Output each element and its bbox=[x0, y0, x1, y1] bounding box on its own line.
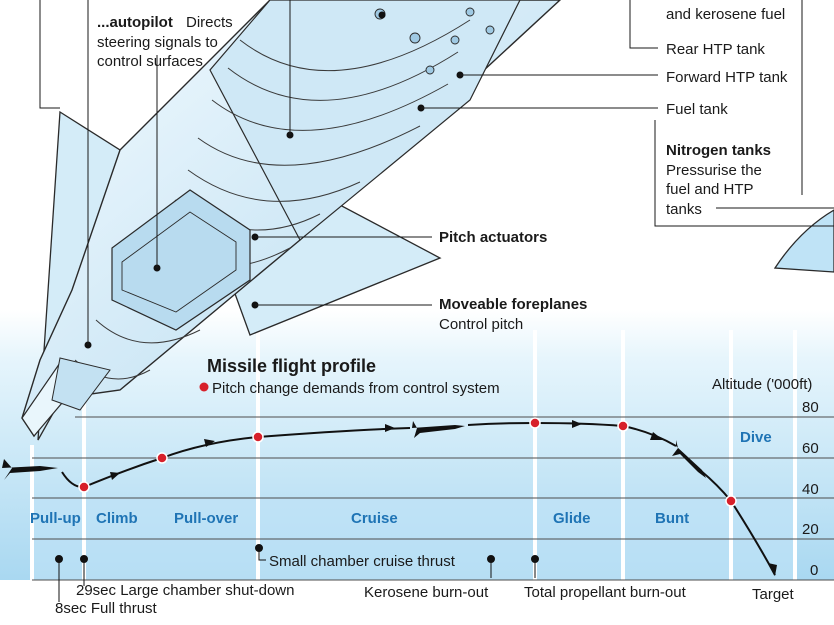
altitude-ticks: 80 60 40 20 0 bbox=[802, 399, 819, 579]
event-target: Target bbox=[752, 586, 795, 603]
event-full-thrust: 8sec Full thrust bbox=[55, 600, 158, 617]
missile-tank-section bbox=[209, 0, 521, 241]
cruise-missile-icon bbox=[412, 421, 465, 438]
event-labels: Small chamber cruise thrust 29sec Large … bbox=[55, 553, 795, 617]
altitude-gridlines bbox=[32, 416, 834, 581]
legend-marker bbox=[199, 382, 209, 392]
autopilot-line1: Directs bbox=[186, 14, 233, 31]
altitude-axis-label: Altitude ('000ft) bbox=[712, 376, 812, 393]
pitch-point-glide bbox=[529, 417, 541, 429]
forward-htp-tank-label: Forward HTP tank bbox=[666, 69, 788, 86]
autopilot-title: ...autopilot bbox=[97, 14, 173, 31]
event-total-burnout: Total propellant burn-out bbox=[524, 584, 687, 601]
pitch-actuators-label: Pitch actuators bbox=[439, 229, 547, 246]
phase-dive: Dive bbox=[740, 429, 772, 446]
profile-title: Missile flight profile bbox=[207, 356, 376, 376]
autopilot-line3: control surfaces bbox=[97, 53, 203, 70]
launch-aircraft-icon bbox=[2, 459, 58, 480]
phase-glide: Glide bbox=[553, 510, 591, 527]
foreplanes-title: Moveable foreplanes bbox=[439, 296, 587, 313]
phase-pull-up: Pull-up bbox=[30, 510, 81, 527]
foreplanes-subtitle: Control pitch bbox=[439, 316, 523, 333]
nitrogen-line3: tanks bbox=[666, 201, 702, 218]
nitrogen-line1: Pressurise the bbox=[666, 162, 762, 179]
pitch-point-climb bbox=[156, 452, 168, 464]
event-markers bbox=[55, 544, 539, 602]
tank-bolts bbox=[374, 7, 495, 75]
pitch-point-bunt bbox=[617, 420, 629, 432]
ytick-20: 20 bbox=[802, 521, 819, 538]
nitrogen-line2: fuel and HTP bbox=[666, 181, 754, 198]
pitch-point-pullover bbox=[252, 431, 264, 443]
missile-silhouettes bbox=[2, 421, 706, 480]
autopilot-line2: steering signals to bbox=[97, 34, 218, 51]
event-kerosene-burnout: Kerosene burn-out bbox=[364, 584, 489, 601]
profile-legend: Pitch change demands from control system bbox=[212, 380, 500, 397]
phase-bunt: Bunt bbox=[655, 510, 689, 527]
event-small-chamber: Small chamber cruise thrust bbox=[269, 553, 456, 570]
fuel-tank-label: Fuel tank bbox=[666, 101, 728, 118]
phase-labels: Pull-up Climb Pull-over Cruise Glide Bun… bbox=[30, 429, 772, 527]
nitrogen-title: Nitrogen tanks bbox=[666, 142, 771, 159]
pitch-point-dive bbox=[725, 495, 737, 507]
rear-htp-tank-label: Rear HTP tank bbox=[666, 41, 765, 58]
phase-cruise: Cruise bbox=[351, 510, 398, 527]
phase-climb: Climb bbox=[96, 510, 138, 527]
callout-leaders bbox=[39, 0, 834, 345]
kerosene-fuel-label: and kerosene fuel bbox=[666, 6, 785, 23]
phase-pull-over: Pull-over bbox=[174, 510, 238, 527]
ytick-80: 80 bbox=[802, 399, 819, 416]
diving-missile-icon bbox=[672, 440, 706, 478]
pitch-change-points bbox=[78, 417, 737, 507]
ytick-40: 40 bbox=[802, 481, 819, 498]
pitch-point-pullup bbox=[78, 481, 90, 493]
callout-texts: ...autopilot Directs steering signals to… bbox=[97, 6, 788, 333]
flight-arrowheads bbox=[110, 420, 777, 576]
event-large-chamber: 29sec Large chamber shut-down bbox=[76, 582, 294, 599]
missile-wing-right bbox=[773, 209, 834, 273]
ytick-0: 0 bbox=[810, 562, 818, 579]
ytick-60: 60 bbox=[802, 440, 819, 457]
autopilot-unit bbox=[111, 189, 251, 331]
